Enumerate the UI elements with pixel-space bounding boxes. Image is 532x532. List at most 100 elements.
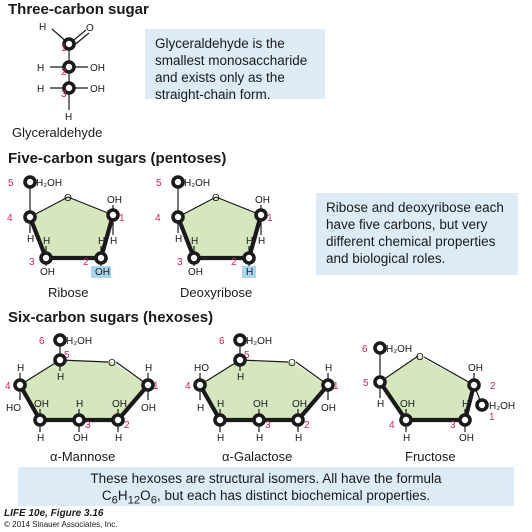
atom-label: H xyxy=(325,363,332,374)
atom-label: H xyxy=(65,112,72,123)
atom-label: H xyxy=(246,236,253,247)
atom-label: H xyxy=(39,22,46,33)
atom-label: OH xyxy=(107,195,122,206)
atom-label: OH xyxy=(90,63,105,74)
carbon-atom xyxy=(39,251,53,265)
carbon-number: 3 xyxy=(61,89,67,100)
carbon-number: 2 xyxy=(490,381,496,392)
atom-label: H xyxy=(110,236,117,247)
carbon-number: 6 xyxy=(39,336,45,347)
atom-label: H xyxy=(76,399,83,410)
atom-label: H xyxy=(27,234,34,245)
copyright-credit: © 2014 Sinauer Associates, Inc. xyxy=(4,520,118,529)
formula-h: H xyxy=(117,488,128,503)
carbon-atom xyxy=(72,413,86,427)
pentoses-callout-text: Ribose and deoxyribose each have five ca… xyxy=(326,200,504,266)
atom-label: OH xyxy=(188,267,203,278)
atom-label: H xyxy=(295,433,302,444)
carbon-number: 3 xyxy=(450,420,456,431)
atom-label: H xyxy=(256,433,263,444)
carbon-number: 1 xyxy=(267,213,273,224)
atom-label: OH xyxy=(40,267,55,278)
carbon-atom xyxy=(193,378,207,392)
atom-label: H xyxy=(98,236,105,247)
carbon-atom xyxy=(187,251,201,265)
carbon-atom xyxy=(242,251,256,265)
formula-o: O xyxy=(140,488,151,503)
atom-label: OH xyxy=(253,399,268,410)
atom-label: H xyxy=(197,403,204,414)
atom-label: HO xyxy=(194,363,209,374)
carbon-atom xyxy=(373,375,387,389)
glyceraldehyde-molecule: O H H OH H OH H 1 2 3 Glyceraldehyde xyxy=(12,22,105,140)
atom-label: OH xyxy=(112,399,127,410)
carbon-atom xyxy=(23,175,37,189)
atom-label: H xyxy=(37,84,44,95)
atom-label: OH xyxy=(321,403,336,414)
carbon-number: 2 xyxy=(304,420,310,431)
five-carbon-title: Five-carbon sugars (pentoses) xyxy=(8,150,227,167)
atom-label: H₂OH xyxy=(184,178,210,189)
atom-label: H xyxy=(145,363,152,374)
carbon-atom xyxy=(399,413,413,427)
oh-highlight xyxy=(91,266,111,278)
hexoses-callout: These hexoses are structural isomers. Al… xyxy=(18,467,514,507)
carbon-atom xyxy=(373,341,387,355)
glyceraldehyde-label: Glyceraldehyde xyxy=(12,125,102,140)
formula-c: C xyxy=(101,488,112,503)
carbon-atom xyxy=(233,333,247,347)
carbon-number: 3 xyxy=(85,420,91,431)
atom-label: H xyxy=(403,433,410,444)
atom-label: H xyxy=(217,399,224,410)
carbon-atom xyxy=(62,37,76,51)
atom-label: H xyxy=(377,399,384,410)
atom-label: H₂OH xyxy=(66,336,92,347)
atom-label: H₂OH xyxy=(36,178,62,189)
atom-label: H xyxy=(237,372,244,383)
carbon-atom xyxy=(458,413,472,427)
ring-oxygen: O xyxy=(212,193,220,204)
atom-label: H xyxy=(37,63,44,74)
carbon-number: 1 xyxy=(489,412,495,423)
carbon-number: 1 xyxy=(61,43,67,54)
atom-label: HO xyxy=(6,403,21,414)
atom-label: H₂OH xyxy=(386,344,412,355)
atom-label: OH xyxy=(400,399,415,410)
atom-label: OH xyxy=(459,433,474,444)
atom-label: O xyxy=(86,23,94,34)
atom-label: OH xyxy=(468,363,483,374)
atom-label: OH xyxy=(34,399,49,410)
carbon-number: 5 xyxy=(244,350,250,361)
hexoses-callout-line2: C6H12O6, but each has distinct biochemic… xyxy=(28,487,504,510)
deoxyribose-label: Deoxyribose xyxy=(180,285,252,300)
carbon-atom xyxy=(94,251,108,265)
galactose-label: α-Galactose xyxy=(222,449,292,464)
carbon-number: 2 xyxy=(83,257,89,268)
carbon-number: 2 xyxy=(231,257,237,268)
atom-label: OH xyxy=(292,399,307,410)
atom-label: H xyxy=(175,234,182,245)
mannose-label: α-Mannose xyxy=(50,449,115,464)
carbon-atom xyxy=(53,333,67,347)
carbon-atom xyxy=(62,60,76,74)
carbon-atom xyxy=(33,413,47,427)
formula-rest: , but each has distinct biochemical prop… xyxy=(156,488,431,503)
carbon-number: 3 xyxy=(29,257,35,268)
carbon-atom xyxy=(53,353,67,367)
carbon-atom xyxy=(291,413,305,427)
carbon-number: 5 xyxy=(64,350,70,361)
pentoses-callout: Ribose and deoxyribose each have five ca… xyxy=(316,193,518,275)
carbon-atom xyxy=(111,413,125,427)
fructose-molecule: O H₂OH 6 H 5 OH H₂OH 2 1 OH H 4 H OH 3 F… xyxy=(362,341,515,464)
carbon-number: 4 xyxy=(7,213,13,224)
ribose-molecule: O H₂OH 5 H 4 OH H 1 H OH 3 H OH 2 Ribose xyxy=(7,175,125,300)
glyceraldehyde-callout-text: Glyceraldehyde is the smallest monosacch… xyxy=(155,36,308,102)
carbon-atom xyxy=(467,378,481,392)
atom-label: H xyxy=(191,236,198,247)
hexoses-callout-line1: These hexoses are structural isomers. Al… xyxy=(90,471,442,486)
carbon-atom xyxy=(62,81,76,95)
carbon-number: 3 xyxy=(177,257,183,268)
carbon-number: 4 xyxy=(155,213,161,224)
carbon-number: 5 xyxy=(8,178,14,189)
